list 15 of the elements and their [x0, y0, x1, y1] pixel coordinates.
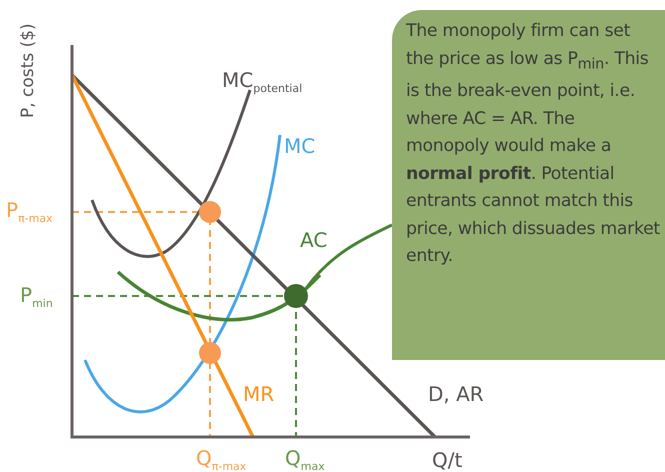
curve-label: AC	[300, 230, 328, 250]
quantity-label: Q$_{max}$	[285, 448, 325, 472]
callout-box	[392, 10, 665, 360]
quantity-label: Q$_{π-max}$	[196, 448, 246, 472]
curve-label: MC$_{potential}$	[222, 70, 302, 94]
curve-label: D, AR	[428, 384, 484, 404]
leader-line	[304, 224, 393, 290]
callout-text: The monopoly firm can set the price as low as P$_{min}$. This is the break-even point, i.e. where AC = AR. The monopoly would make a normal profit. Potential entrants cannot match this price, which dissuades market entry.	[406, 20, 661, 268]
break-even-point	[284, 284, 308, 308]
axis-label: Q/t	[432, 450, 462, 470]
price-label: P$_{min}$	[20, 285, 53, 309]
price-label: P$_{π-max}$	[6, 200, 53, 224]
curve-label: MR	[243, 384, 274, 404]
curve-label: MC	[284, 136, 316, 156]
axis-label: P, costs ($)	[20, 23, 37, 118]
